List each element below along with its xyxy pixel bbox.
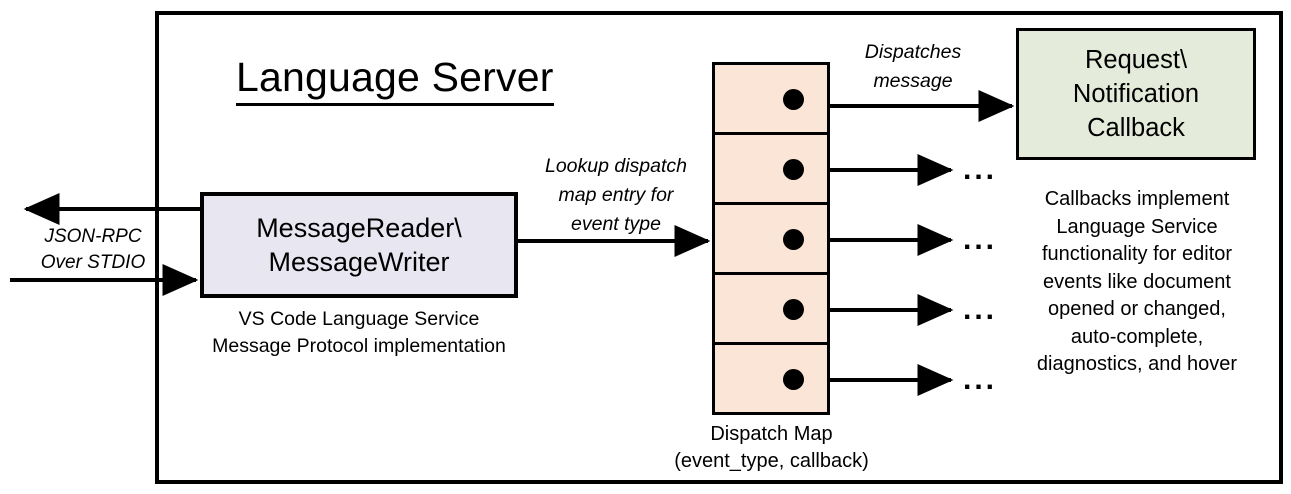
json-rpc-label-line1: JSON-RPC (44, 226, 142, 247)
dispatches-message-label: Dispatches message (833, 38, 993, 96)
page-title-text: Language Server (236, 54, 554, 106)
message-reader-writer-box[interactable]: MessageReader\ MessageWriter (200, 192, 518, 298)
callback-caption-line4: events like document (1043, 270, 1231, 293)
table-row[interactable] (715, 205, 827, 275)
callback-box-line2: Notification (1072, 80, 1200, 108)
callback-pointer-dot (783, 298, 804, 320)
dispatch-row-4-ellipsis: ... (963, 293, 998, 326)
table-row[interactable] (715, 345, 827, 412)
callback-caption-line5: opened or changed, (1048, 298, 1226, 320)
page-title: Language Server (236, 52, 554, 106)
callback-caption-line3: functionality for editor (1041, 243, 1233, 265)
callback-pointer-dot (783, 228, 804, 250)
lookup-dispatch-label-line1: Lookup dispatch (544, 155, 688, 177)
lookup-dispatch-label-line3: event type (571, 213, 661, 235)
dispatch-row-2-ellipsis: ... (963, 153, 998, 186)
json-rpc-label: JSON-RPC Over STDIO (28, 224, 158, 276)
lookup-dispatch-label: Lookup dispatch map entry for event type (518, 152, 714, 239)
callback-caption-line6: auto-complete, (1070, 325, 1204, 348)
dispatch-map-caption: Dispatch Map (event_type, callback) (650, 421, 893, 475)
callback-pointer-dot (783, 88, 804, 110)
callback-pointer-dot (783, 158, 804, 180)
dispatch-map-table[interactable] (712, 62, 830, 415)
lookup-dispatch-label-line2: map entry for (558, 184, 674, 206)
dispatches-message-label-line1: Dispatches (864, 41, 962, 63)
callback-box-line1: Request\ (1084, 46, 1188, 74)
json-rpc-label-line2: Over STDIO (40, 252, 146, 273)
table-row[interactable] (715, 135, 827, 205)
dispatch-map-caption-line1: Dispatch Map (710, 423, 833, 445)
message-reader-writer-line2: MessageWriter (268, 247, 450, 277)
table-row[interactable] (715, 275, 827, 345)
callback-caption-line7: diagnostics, and hover (1036, 353, 1238, 375)
message-reader-writer-caption: VS Code Language Service Message Protoco… (196, 306, 522, 360)
dispatches-message-label-line2: message (873, 70, 953, 92)
dispatch-map-caption-line2: (event_type, callback) (674, 450, 869, 472)
callback-caption: Callbacks implement Language Service fun… (1008, 186, 1266, 379)
message-reader-writer-line1: MessageReader\ (256, 213, 462, 243)
dispatch-row-5-ellipsis: ... (963, 363, 998, 396)
callback-caption-line2: Language Service (1056, 215, 1218, 238)
language-server-boundary (155, 11, 1283, 484)
message-reader-writer-caption-line1: VS Code Language Service (238, 308, 480, 330)
message-reader-writer-caption-line2: Message Protocol implementation (212, 335, 506, 357)
table-row[interactable] (715, 65, 827, 135)
callback-box-line3: Callback (1087, 114, 1185, 142)
callback-caption-line1: Callbacks implement (1044, 188, 1230, 210)
request-notification-callback-box[interactable]: Request\ Notification Callback (1016, 28, 1256, 160)
callback-pointer-dot (783, 368, 804, 390)
dispatch-row-3-ellipsis: ... (963, 223, 998, 256)
